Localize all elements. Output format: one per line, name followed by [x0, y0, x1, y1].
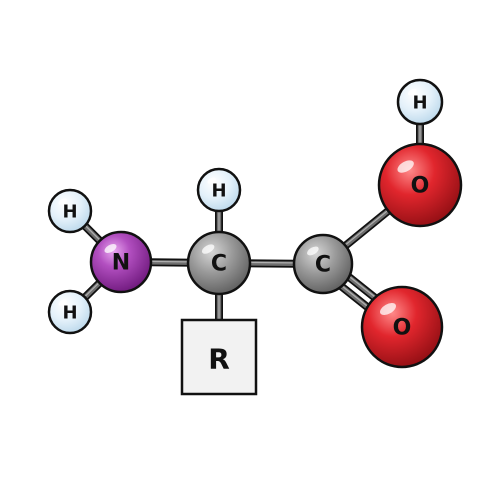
atom-n-label: N: [112, 251, 130, 276]
atom-layer: N H H C H C O H O: [47, 78, 463, 369]
atom-cc-label: C: [315, 253, 331, 278]
atom-h1-hydrogen: H: [47, 188, 93, 234]
atom-cc-carbon: C: [292, 233, 354, 295]
side-chain-r-box: R: [180, 318, 258, 396]
atom-h1-label: H: [62, 202, 77, 223]
side-chain-layer: R: [180, 318, 258, 396]
atom-o1-oxygen: O: [377, 142, 463, 228]
atom-ho-hydrogen: H: [396, 78, 444, 126]
atom-ha-hydrogen: H: [196, 167, 242, 213]
atom-n-nitrogen: N: [89, 230, 153, 294]
atom-h2-hydrogen: H: [47, 289, 93, 335]
atom-o2-oxygen: O: [360, 285, 444, 369]
atom-ha-label: H: [211, 181, 226, 202]
atom-ca-carbon: C: [186, 230, 252, 296]
atom-h2-label: H: [62, 303, 77, 324]
atom-o2-label: O: [393, 316, 412, 341]
atom-ho-label: H: [412, 93, 427, 114]
side-chain-r-label: R: [208, 343, 230, 376]
atom-o1-label: O: [411, 174, 430, 199]
atom-ca-label: C: [211, 252, 227, 277]
